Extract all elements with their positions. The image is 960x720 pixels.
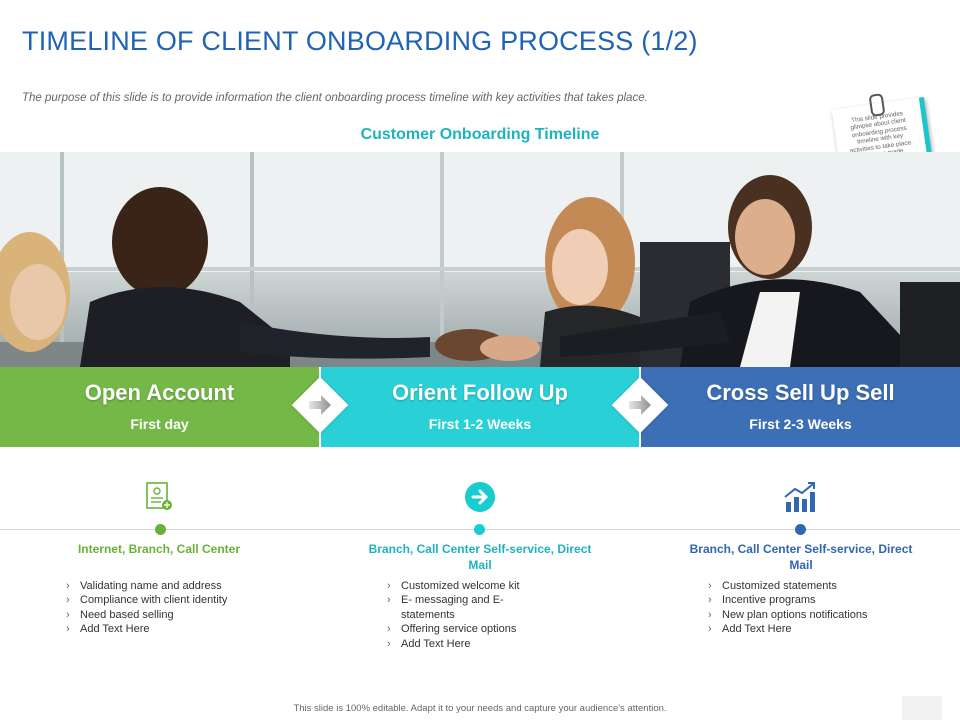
timeline-dot	[474, 524, 485, 535]
stage-timing: First 2-3 Weeks	[749, 416, 852, 432]
document-check-icon	[146, 482, 172, 510]
stage-band-orient-follow-up: Orient Follow Up First 1-2 Weeks	[321, 367, 639, 447]
timeline-dot	[155, 524, 166, 535]
slide-title: TIMELINE OF CLIENT ONBOARDING PROCESS (1…	[22, 26, 698, 56]
slide-subtitle: The purpose of this slide is to provide …	[22, 92, 648, 104]
list-item: Validating name and address	[66, 579, 286, 594]
arrow-right-icon	[629, 395, 651, 415]
list-item: New plan options notifications	[708, 608, 928, 623]
page-number-box	[902, 696, 942, 720]
list-item: Compliance with client identity	[66, 593, 286, 608]
stage-band-cross-sell: Cross Sell Up Sell First 2-3 Weeks	[641, 367, 960, 447]
list-item: Need based selling	[66, 608, 286, 623]
list-item: Customized welcome kit	[387, 579, 537, 594]
arrow-circle-icon	[465, 482, 495, 512]
footer-text: This slide is 100% editable. Adapt it to…	[293, 703, 667, 714]
stage-title: Cross Sell Up Sell	[706, 380, 895, 405]
stage-title: Orient Follow Up	[392, 380, 568, 405]
stage-channel: Internet, Branch, Call Center	[77, 542, 241, 556]
stage-band-open-account: Open Account First day	[0, 367, 319, 447]
stage-channel: Branch, Call Center Self-service, Direct…	[368, 542, 592, 572]
stage-timing: First 1-2 Weeks	[428, 416, 532, 432]
growth-chart-icon	[784, 482, 815, 512]
list-item: Add Text Here	[66, 622, 286, 637]
activity-list: Validating name and address Compliance w…	[66, 579, 286, 637]
list-item: Incentive programs	[708, 593, 928, 608]
list-item: Customized statements	[708, 579, 928, 594]
stage-title: Open Account	[84, 380, 235, 405]
activity-list: Customized statements Incentive programs…	[708, 579, 928, 637]
timeline-title: Customer Onboarding Timeline	[360, 126, 600, 143]
list-item: Offering service options	[387, 622, 537, 637]
list-item: E- messaging and E- statements	[387, 593, 537, 622]
timeline-dot	[795, 524, 806, 535]
business-handshake-photo	[0, 152, 960, 367]
stage-timing: First day	[130, 416, 189, 432]
list-item: Add Text Here	[708, 622, 928, 637]
paper-clip-icon	[868, 93, 886, 117]
activity-list: Customized welcome kit E- messaging and …	[387, 579, 537, 651]
list-item: Add Text Here	[387, 637, 537, 652]
stage-channel: Branch, Call Center Self-service, Direct…	[689, 542, 913, 572]
arrow-right-icon	[309, 395, 331, 415]
